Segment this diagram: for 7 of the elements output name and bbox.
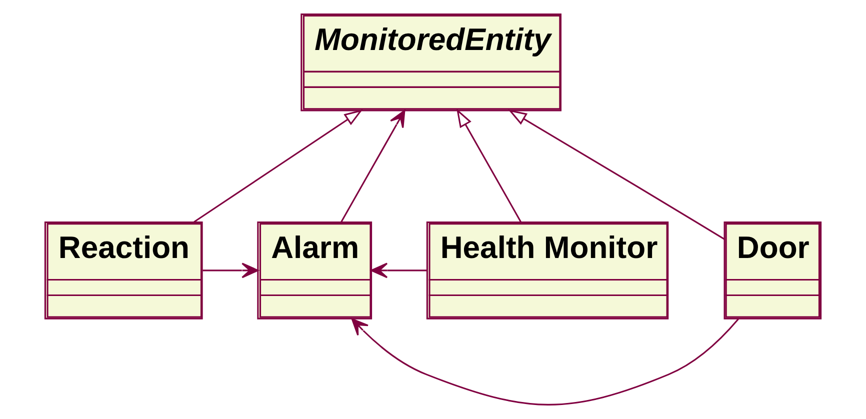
arrow xyxy=(194,109,363,222)
arrow xyxy=(456,108,522,222)
arrow xyxy=(202,262,259,278)
arrow xyxy=(351,318,739,406)
arrow xyxy=(340,110,406,222)
arrow xyxy=(370,262,428,278)
arrow xyxy=(508,110,725,240)
